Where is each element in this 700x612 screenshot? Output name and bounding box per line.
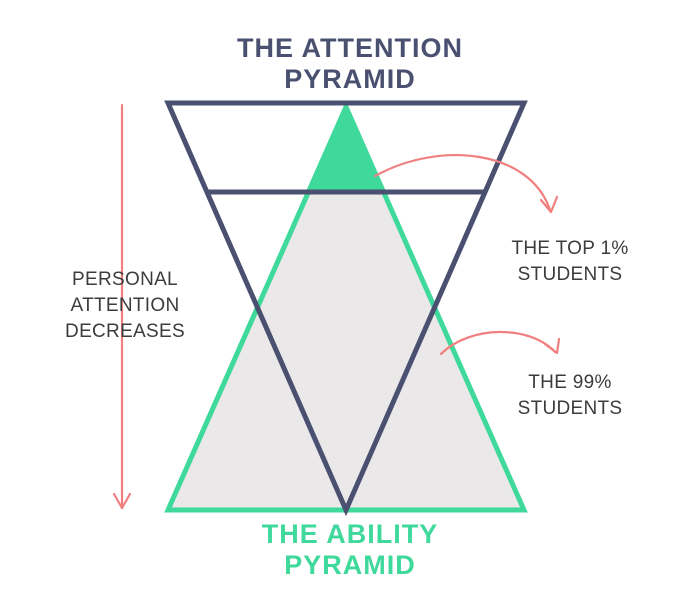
- ability-title-line2: PYRAMID: [284, 550, 416, 580]
- attention-label-line2: ATTENTION: [70, 295, 180, 316]
- top-segment: [307, 104, 385, 193]
- top-label-line2: STUDENTS: [517, 264, 623, 285]
- attention-decreases-label: PERSONAL ATTENTION DECREASES: [40, 267, 210, 345]
- attention-label-line1: PERSONAL: [72, 269, 178, 290]
- top-label-line1: THE TOP 1%: [511, 238, 629, 259]
- top-students-label: THE TOP 1% STUDENTS: [485, 236, 655, 288]
- attention-decrease-arrowhead: [112, 492, 132, 510]
- attention-pyramid-title: THE ATTENTION PYRAMID: [175, 33, 525, 95]
- attention-title-line1: THE ATTENTION: [237, 33, 463, 63]
- top-students-arrowhead: [539, 195, 559, 214]
- ability-title-line1: THE ABILITY: [261, 519, 439, 549]
- attention-title-line2: PYRAMID: [284, 64, 416, 94]
- ability-pyramid-title: THE ABILITY PYRAMID: [175, 519, 525, 581]
- rest-students-label: THE 99% STUDENTS: [485, 370, 655, 422]
- rest-students-arrow: [439, 330, 557, 356]
- rest-label-line2: STUDENTS: [517, 398, 623, 419]
- attention-pyramid: [164, 100, 528, 517]
- top-students-arrow: [373, 154, 552, 212]
- rest-label-line1: THE 99%: [528, 372, 612, 393]
- rest-students-arrowhead: [543, 337, 561, 355]
- attention-label-line3: DECREASES: [65, 321, 185, 342]
